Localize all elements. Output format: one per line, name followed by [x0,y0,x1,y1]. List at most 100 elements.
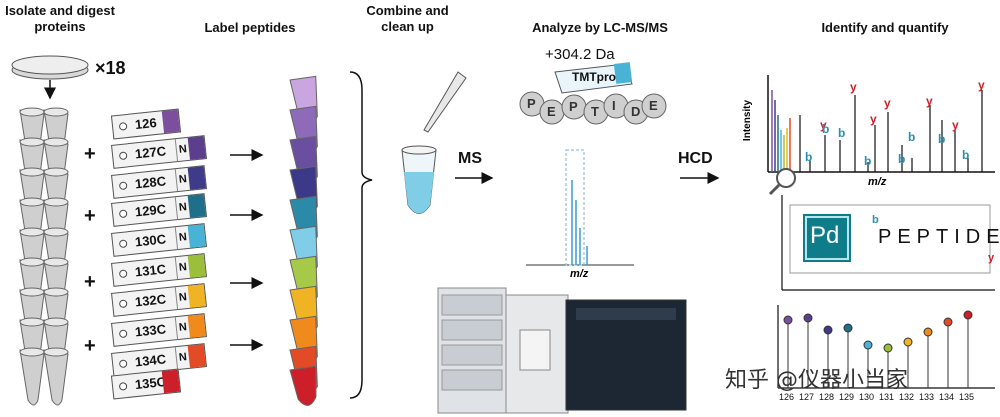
tag-hole-icon [118,181,128,191]
reporter-label: 131 [879,392,895,402]
tag-color-block [161,109,180,134]
reporter-label: 130 [859,392,875,402]
pipette-icon [423,71,467,133]
heading-combine: Combine and clean up [366,3,449,34]
reporter-lollipops [783,310,973,388]
ion-label: b [838,126,846,140]
peptide-residue: T [591,104,599,119]
reporter-marker [883,343,893,353]
ms-label: MS [458,150,482,167]
tag-label: 127C [134,143,167,162]
pd-b-label: b [872,214,879,226]
tag-n-label: N [174,225,190,250]
ion-label: b [864,154,872,168]
reporter-label: 133 [919,392,935,402]
heading-label: Label peptides [204,20,296,35]
petri-dish-icon [11,55,89,80]
tmt-mass-label: +304.2 Da [545,46,615,63]
pd-result-box [789,204,991,274]
reporter-label: 132 [899,392,915,402]
reporter-label: 129 [839,392,855,402]
tag-hole-icon [118,239,128,249]
peptide-residue: P [527,96,536,111]
reporter-label: 127 [799,392,815,402]
tag-hole-icon [118,209,128,219]
pd-logo-text: Pd [810,222,840,249]
tag-hole-icon [118,269,128,279]
peptide-residue: E [649,98,658,113]
combine-bracket [349,71,373,399]
pd-logo-icon [803,214,851,262]
tag-color-block [161,369,180,394]
ms2-xlabel: m/z [868,176,887,188]
ion-label: b [938,132,946,146]
reporter-label: 126 [779,392,795,402]
tag-n-label: N [174,255,190,280]
ion-label: b [805,150,813,164]
tag-label: 128C [134,173,167,192]
peptide-residue: E [547,104,556,119]
tag-hole-icon [118,151,128,161]
peptide-residue: I [612,98,616,113]
reporter-ion-plot [777,305,995,389]
tag-color-block [187,166,206,190]
tag-label: 129C [134,201,167,220]
reporter-marker [943,317,953,327]
ms2-ylabel: Intensity [742,99,754,142]
reporter-marker [923,327,933,337]
tag-label: 126 [134,114,158,133]
heading-identify: Identify and quantify [821,20,949,35]
tag-hole-icon [118,299,128,309]
reporter-marker [863,340,873,350]
ms1-xlabel: m/z [570,268,589,280]
tag-n-label: N [174,195,190,220]
reporter-marker [843,323,853,333]
tag-label: 130C [134,231,167,250]
reporter-marker [783,315,793,325]
reporter-label: 135 [959,392,975,402]
plus-sign: + [84,205,96,227]
pd-y-label: y [988,252,995,264]
tag-n-label: N [174,315,190,340]
tmt-reagent-label: TMTpro [572,70,616,84]
mass-spectrometer-instrument [437,287,687,414]
plus-sign: + [84,335,96,357]
tag-color-block [187,194,206,218]
tag-color-block [187,314,206,338]
tag-color-block [187,224,206,248]
reporter-marker [903,337,913,347]
plus-sign: + [84,143,96,165]
watermark: 知乎 @仪器小当家 [725,368,908,393]
tag-color-block [187,136,206,160]
heading-analyze: Analyze by LC-MS/MS [532,20,668,35]
plus-sign: + [84,271,96,293]
ion-label: y [850,80,857,94]
tag-hole-icon [118,382,128,391]
combined-tube-icon [401,145,437,214]
tag-color-block [187,254,206,278]
reporter-marker [963,310,973,320]
tag-n-label: N [174,285,190,310]
tmt-reagent-tag [554,62,633,94]
tag-hole-icon [118,359,128,369]
peptide-beads [519,91,667,125]
tag-label: 134C [134,351,167,370]
tag-n-label: N [174,137,190,162]
reporter-marker [823,325,833,335]
ms2-spectrum [767,75,995,196]
tag-n-label: N [174,345,190,370]
magnifier-icon [776,168,796,188]
ion-label: y [870,112,877,126]
ion-label: b [898,152,906,166]
ion-label: y [884,96,891,110]
tag-n-label: N [174,167,190,192]
tag-color-block [187,344,206,368]
peptide-residue: P [569,99,578,114]
ion-label: b [962,148,970,162]
ion-label: y [952,118,959,132]
hcd-label: HCD [678,150,713,167]
label-arrows [230,149,264,351]
tag-hole-icon [118,122,128,131]
replicate-count: ×18 [95,58,126,78]
